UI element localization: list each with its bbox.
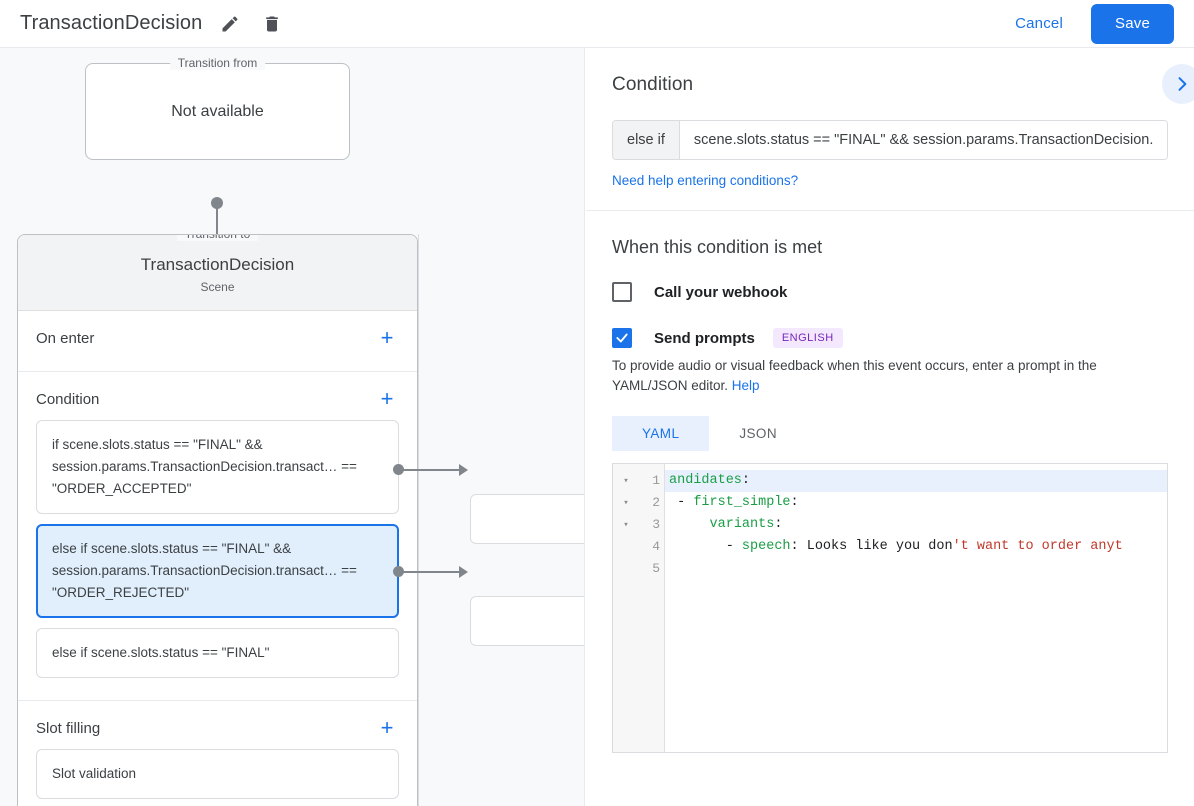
flow-panel: Transition from Not available Transition… bbox=[0, 48, 585, 806]
pencil-icon[interactable] bbox=[216, 10, 244, 38]
fold-arrow-icon[interactable]: ▾ bbox=[623, 476, 629, 486]
code-token: variants bbox=[709, 517, 775, 532]
fold-arrow-icon[interactable]: ▾ bbox=[623, 520, 629, 530]
scene-name: TransactionDecision bbox=[140, 255, 295, 274]
transition-from-node[interactable]: Transition from Not available bbox=[85, 56, 350, 160]
condition-card[interactable]: if scene.slots.status == "FINAL" && sess… bbox=[36, 420, 399, 514]
condition-input-row: else if bbox=[612, 120, 1168, 160]
code-token: andidates bbox=[669, 473, 742, 488]
chevron-right-icon[interactable] bbox=[1162, 64, 1194, 104]
editor-format-tabs: YAML JSON bbox=[612, 416, 1168, 451]
send-prompts-checkbox[interactable] bbox=[612, 328, 632, 348]
language-badge: ENGLISH bbox=[772, 328, 843, 348]
scene-header: TransactionDecision Scene bbox=[18, 235, 417, 311]
editor-line-number: 5 bbox=[652, 561, 660, 576]
code-token: 't want to order anyt bbox=[952, 539, 1123, 554]
code-token: : bbox=[741, 473, 751, 488]
need-help-link[interactable]: Need help entering conditions? bbox=[612, 173, 799, 188]
section-header-on-enter: On enter + bbox=[18, 311, 417, 359]
add-slot-filling-button[interactable]: + bbox=[380, 715, 394, 740]
call-webhook-checkbox[interactable] bbox=[612, 282, 632, 302]
section-title-condition: Condition bbox=[36, 390, 100, 408]
section-header-condition: Condition + bbox=[18, 372, 417, 420]
code-token: Looks like you don bbox=[806, 539, 953, 554]
prompts-description: To provide audio or visual feedback when… bbox=[612, 356, 1168, 396]
code-token: : bbox=[790, 495, 799, 510]
transition-to-legend: Transition to bbox=[176, 235, 259, 241]
webhook-row: Call your webhook bbox=[612, 282, 1168, 302]
detail-title: Condition bbox=[612, 74, 694, 95]
flow-link-dot bbox=[393, 566, 404, 577]
slot-validation-card[interactable]: Slot validation bbox=[36, 749, 399, 799]
editor-code-line[interactable]: - speech: Looks like you don't want to o… bbox=[665, 536, 1167, 558]
help-link[interactable]: Help bbox=[731, 378, 760, 393]
condition-card[interactable]: else if scene.slots.status == "FINAL" bbox=[36, 628, 399, 678]
condition-prefix-label: else if bbox=[613, 121, 680, 159]
editor-line-number: 2 bbox=[652, 495, 660, 510]
send-prompts-row: Send prompts ENGLISH bbox=[612, 328, 1168, 348]
flow-link-line bbox=[399, 571, 461, 573]
code-token: : bbox=[774, 517, 783, 532]
flow-target-node[interactable] bbox=[470, 494, 584, 544]
top-bar: TransactionDecision Cancel Save bbox=[0, 0, 1194, 48]
code-editor[interactable]: ▾ ▾ ▾ 1 2 3 4 5 andidates: - first_simple: var… bbox=[612, 463, 1168, 753]
page-title: TransactionDecision bbox=[20, 12, 203, 34]
section-slot-filling: Slot filling + Slot validation bbox=[18, 701, 417, 806]
flow-link-line bbox=[399, 469, 461, 471]
condition-input[interactable] bbox=[679, 121, 1167, 159]
transition-from-value: Not available bbox=[171, 102, 264, 120]
editor-code-line[interactable] bbox=[665, 558, 1167, 580]
save-button[interactable]: Save bbox=[1091, 3, 1174, 44]
tab-yaml[interactable]: YAML bbox=[612, 416, 710, 451]
cancel-button[interactable]: Cancel bbox=[1001, 7, 1077, 40]
editor-fold-column: ▾ ▾ ▾ bbox=[613, 464, 639, 752]
detail-body: When this condition is met Call your web… bbox=[586, 211, 1194, 779]
detail-header-area: Condition else if Need help entering con… bbox=[586, 48, 1194, 211]
condition-card-selected[interactable]: else if scene.slots.status == "FINAL" &&… bbox=[36, 524, 399, 618]
code-token: speech bbox=[741, 539, 791, 554]
scene-type: Scene bbox=[200, 280, 235, 294]
transition-to-node: Transition to TransactionDecision Scene … bbox=[17, 234, 418, 806]
editor-line-number: 1 bbox=[652, 473, 660, 488]
flow-target-node[interactable] bbox=[470, 596, 584, 646]
flow-link-dot bbox=[393, 464, 404, 475]
add-on-enter-button[interactable]: + bbox=[380, 325, 394, 350]
editor-code-area[interactable]: andidates: - first_simple: variants: - s… bbox=[665, 464, 1167, 752]
flow-vertical-rail bbox=[418, 234, 419, 806]
trash-icon[interactable] bbox=[258, 10, 286, 38]
editor-line-number: 3 bbox=[652, 517, 660, 532]
editor-line-number: 4 bbox=[652, 539, 660, 554]
tab-json[interactable]: JSON bbox=[739, 426, 777, 441]
section-title-slot-filling: Slot filling bbox=[36, 719, 101, 737]
code-token bbox=[669, 517, 710, 532]
section-condition: Condition + if scene.slots.status == "FI… bbox=[18, 372, 417, 701]
code-token: - bbox=[669, 495, 694, 510]
editor-line-number-gutter: 1 2 3 4 5 bbox=[639, 464, 665, 752]
flow-link-arrow-icon bbox=[459, 566, 468, 578]
editor-code-line[interactable]: andidates: bbox=[665, 470, 1167, 492]
section-header-slot-filling: Slot filling + bbox=[18, 701, 417, 749]
add-condition-button[interactable]: + bbox=[380, 386, 394, 411]
call-webhook-label: Call your webhook bbox=[654, 283, 788, 301]
code-token: - bbox=[669, 539, 742, 554]
fold-arrow-icon[interactable]: ▾ bbox=[623, 498, 629, 508]
section-on-enter: On enter + bbox=[18, 311, 417, 372]
send-prompts-label: Send prompts bbox=[654, 329, 755, 347]
code-token: : bbox=[790, 539, 807, 554]
code-token: first_simple bbox=[693, 495, 791, 510]
editor-code-line[interactable]: variants: bbox=[665, 514, 1167, 536]
flow-link-arrow-icon bbox=[459, 464, 468, 476]
detail-panel: Condition else if Need help entering con… bbox=[586, 48, 1194, 806]
editor-code-line[interactable]: - first_simple: bbox=[665, 492, 1167, 514]
transition-from-legend: Transition from bbox=[169, 56, 266, 70]
section-title-on-enter: On enter bbox=[36, 329, 95, 347]
prompts-description-text: To provide audio or visual feedback when… bbox=[612, 358, 1097, 393]
when-condition-met-heading: When this condition is met bbox=[612, 237, 823, 257]
